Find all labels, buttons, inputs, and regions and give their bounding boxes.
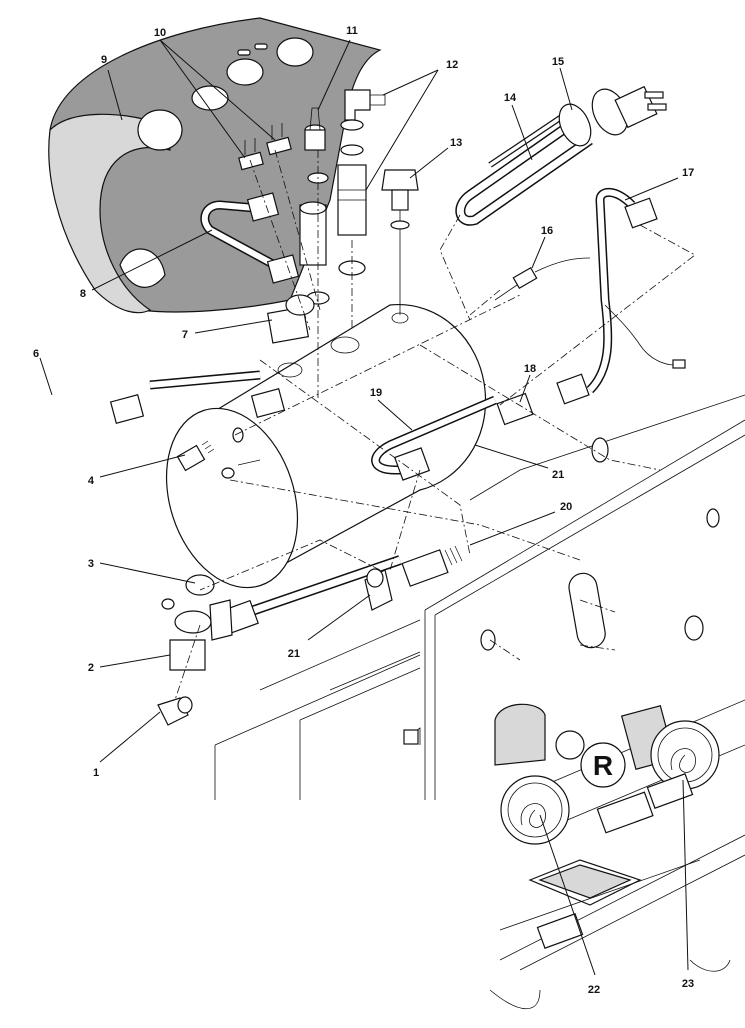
- callout-14: 14: [504, 92, 517, 104]
- inset-detail: R: [488, 699, 745, 1010]
- callout-7: 7: [182, 329, 188, 341]
- callout-12: 12: [446, 59, 458, 71]
- callout-1: 1: [93, 767, 99, 779]
- callout-21b: 21: [288, 648, 300, 660]
- assembly-guidelines: [174, 149, 696, 701]
- callout-17: 17: [682, 167, 694, 179]
- callout-20: 20: [560, 501, 572, 513]
- callout-16: 16: [541, 225, 553, 237]
- elbow-fitting-7: [266, 294, 315, 344]
- callout-4: 4: [88, 475, 95, 487]
- callout-3: 3: [88, 558, 94, 570]
- insulation-jacket: [48, 17, 382, 314]
- heating-element: [455, 85, 667, 226]
- callout-18: 18: [524, 363, 536, 375]
- brand-logo-badge: [580, 742, 626, 788]
- callout-21a: 21: [552, 469, 564, 481]
- callout-labels: 1 2 3 4 6 7 8 9 10 11 12 13 14 15 16 17 …: [33, 25, 694, 996]
- callout-8: 8: [80, 288, 86, 300]
- callout-2: 2: [88, 662, 94, 674]
- machine-frame: [214, 394, 745, 800]
- top-fittings: [238, 89, 419, 315]
- callout-11: 11: [346, 25, 358, 37]
- front-fittings: [157, 427, 261, 726]
- callout-22: 22: [588, 984, 600, 996]
- pipe-17: [556, 187, 658, 405]
- callout-19: 19: [370, 387, 382, 399]
- pipe-6: [28, 370, 286, 433]
- callout-10: 10: [154, 27, 166, 39]
- brand-logo-letter: R: [593, 750, 613, 781]
- callout-23: 23: [682, 978, 694, 990]
- pipe-8: [200, 192, 300, 284]
- leader-lines: [39, 39, 689, 976]
- elbow-fittings-20-21: [364, 392, 609, 611]
- pipe-19: [371, 395, 497, 481]
- callout-9: 9: [101, 54, 107, 66]
- callout-15: 15: [552, 56, 564, 68]
- level-probe: [494, 257, 686, 369]
- callout-6: 6: [33, 348, 39, 360]
- callout-13: 13: [450, 137, 462, 149]
